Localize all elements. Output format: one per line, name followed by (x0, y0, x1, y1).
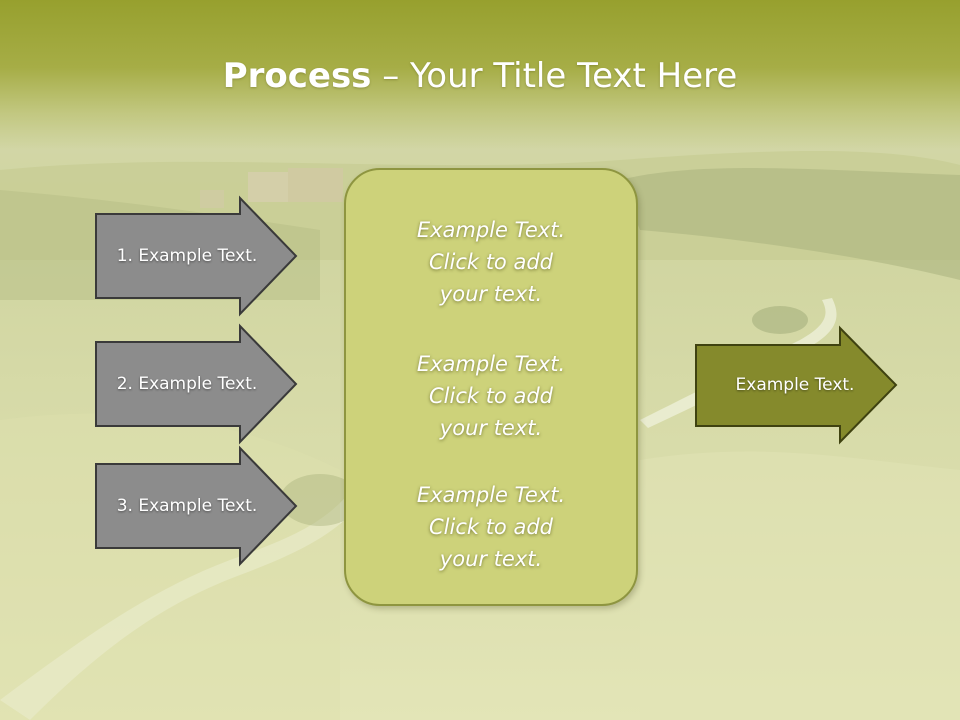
input-arrow-2-label: 2. Example Text. (116, 374, 258, 394)
title-band (0, 0, 960, 150)
block-line: Example Text. (416, 218, 566, 242)
block-line: your text. (439, 282, 543, 306)
block-line: your text. (439, 416, 543, 440)
title-rest: – Your Title Text Here (371, 56, 738, 96)
title-strong: Process (222, 56, 372, 96)
output-arrow[interactable] (695, 325, 898, 445)
input-arrow-1[interactable] (95, 195, 298, 317)
slide-title[interactable]: Process – Your Title Text Here (0, 54, 960, 98)
input-arrow-3-label: 3. Example Text. (116, 496, 258, 516)
output-arrow-label: Example Text. (735, 375, 855, 395)
input-arrow-3[interactable] (95, 445, 298, 567)
input-arrow-2[interactable] (95, 323, 298, 445)
block-line: your text. (439, 547, 543, 571)
block-line: Click to add (428, 515, 553, 539)
block-line: Click to add (428, 384, 553, 408)
center-text-block-3[interactable]: Example Text. Click to add your text. (346, 479, 636, 575)
center-text-block-2[interactable]: Example Text. Click to add your text. (346, 348, 636, 444)
input-arrow-1-label: 1. Example Text. (116, 246, 258, 266)
block-line: Example Text. (416, 352, 566, 376)
block-line: Click to add (428, 250, 553, 274)
center-text-block-1[interactable]: Example Text. Click to add your text. (346, 214, 636, 310)
block-line: Example Text. (416, 483, 566, 507)
center-process-box[interactable]: Example Text. Click to add your text. Ex… (344, 168, 638, 606)
